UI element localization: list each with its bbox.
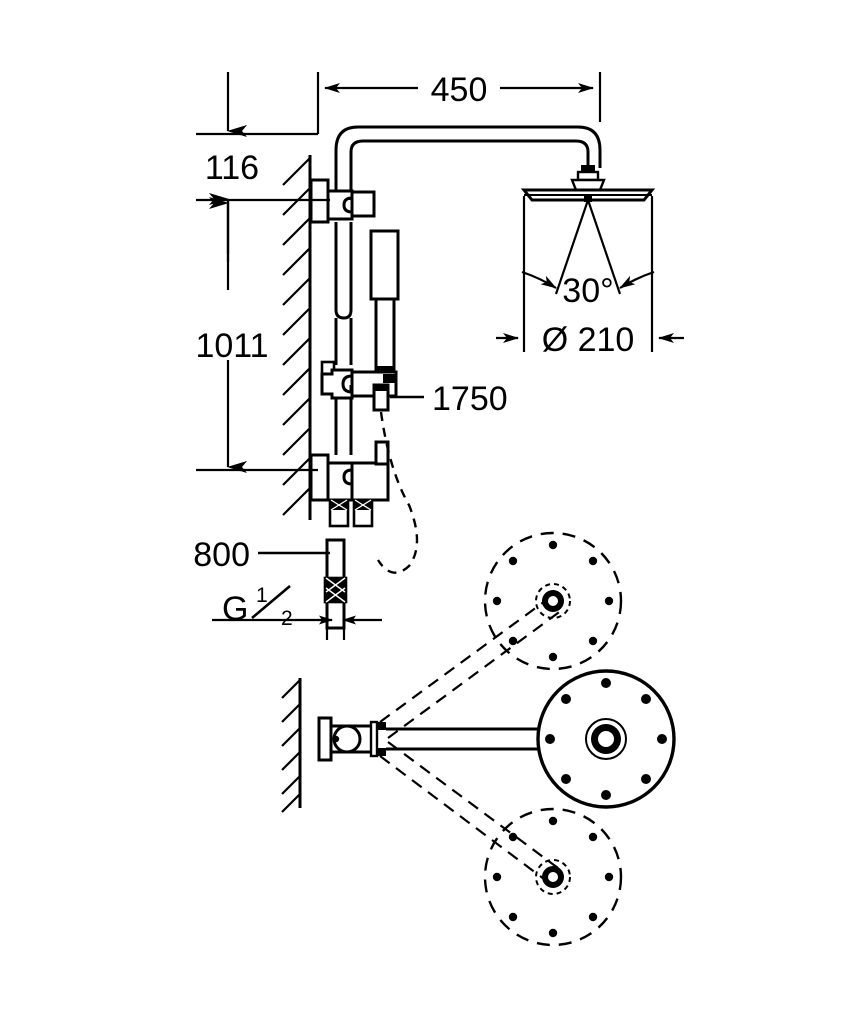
rail-slider-holder	[320, 360, 398, 412]
dimension-800-label: 800	[193, 536, 250, 574]
dimension-450: 450	[316, 71, 602, 134]
leader-800: 800	[193, 536, 330, 574]
detail-arm-lower	[379, 741, 559, 883]
angle-label: 30°	[562, 272, 613, 310]
detail-wall-bracket	[317, 716, 386, 762]
dimension-1011: 1011	[195, 193, 318, 473]
thread-denominator-label: 2	[281, 607, 293, 630]
riser-wall-bracket	[309, 178, 376, 224]
overhead-shower-head	[520, 165, 656, 202]
detail-wall	[281, 678, 302, 813]
detail-head-lower	[483, 807, 623, 947]
detail-arm-upper	[379, 595, 563, 739]
dimension-thread: G 1 2	[212, 584, 382, 640]
hand-shower	[369, 229, 400, 375]
shower-hose-end	[323, 538, 348, 630]
dimension-diameter: Ø 210	[496, 196, 684, 359]
thread-prefix-label: G	[222, 590, 248, 628]
dimension-angle: 30°	[521, 270, 655, 310]
detail-head-center	[536, 669, 676, 809]
shower-riser-arm	[334, 125, 602, 200]
spray-cone	[554, 199, 622, 295]
dimension-450-label: 450	[431, 71, 488, 109]
dimension-1750-label: 1750	[432, 380, 508, 418]
shower-hose-loop	[376, 411, 419, 574]
thermostatic-mixer-body	[309, 440, 390, 528]
diameter-label: Ø 210	[542, 321, 635, 359]
thread-numerator-label: 1	[256, 584, 268, 607]
dimension-1011-label: 1011	[195, 327, 268, 365]
detail-head-upper	[483, 531, 623, 671]
leader-1750: 1750	[390, 380, 508, 418]
dimension-116-label: 116	[205, 149, 259, 187]
